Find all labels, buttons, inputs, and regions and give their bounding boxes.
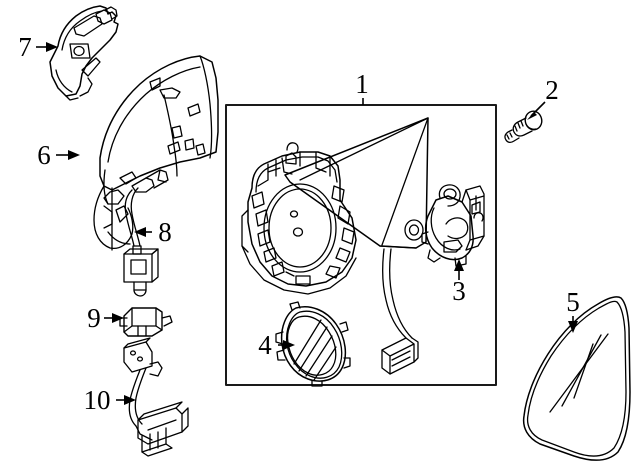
- part-grommet-washer: [404, 219, 424, 241]
- callout-9-label: 9: [87, 303, 101, 333]
- callout-1-label: 1: [355, 69, 369, 99]
- callout-10[interactable]: 10: [84, 385, 137, 415]
- part-1-assembly-group-box[interactable]: [225, 104, 497, 386]
- callout-7[interactable]: 7: [18, 32, 58, 62]
- callout-10-label: 10: [84, 385, 111, 415]
- callout-4[interactable]: 4: [258, 330, 295, 360]
- callout-9[interactable]: 9: [87, 303, 124, 333]
- callout-8[interactable]: 8: [134, 217, 172, 247]
- part-mirror-reflector-panel: [284, 117, 429, 249]
- part-8-wiring-harness-connector[interactable]: [123, 169, 169, 297]
- part-6-mirror-housing-cover[interactable]: [93, 55, 219, 251]
- callout-4-label: 4: [258, 330, 272, 360]
- part-internal-cable: [381, 248, 419, 375]
- callout-1[interactable]: 1: [355, 69, 369, 105]
- callout-7-label: 7: [18, 32, 32, 62]
- callout-3-label: 3: [452, 276, 466, 306]
- part-mirror-carrier-plate: [241, 142, 357, 295]
- callout-6-label: 6: [37, 140, 51, 170]
- part-4-turn-signal-lamp-lens[interactable]: [275, 301, 351, 387]
- callout-8-label: 8: [158, 217, 172, 247]
- part-10-mirror-cable-harness[interactable]: [123, 337, 189, 457]
- part-7-mirror-cover-trim-cap[interactable]: [49, 5, 119, 101]
- part-9-harness-retainer-clip[interactable]: [119, 307, 173, 337]
- callout-2-label: 2: [545, 75, 559, 105]
- part-5-mirror-glass[interactable]: [522, 296, 631, 461]
- callout-6[interactable]: 6: [37, 140, 80, 170]
- part-2-mounting-screw[interactable]: [504, 110, 543, 144]
- callout-2[interactable]: 2: [527, 75, 559, 120]
- callout-5[interactable]: 5: [566, 287, 580, 333]
- callout-5-label: 5: [566, 287, 580, 317]
- callout-3[interactable]: 3: [452, 259, 466, 306]
